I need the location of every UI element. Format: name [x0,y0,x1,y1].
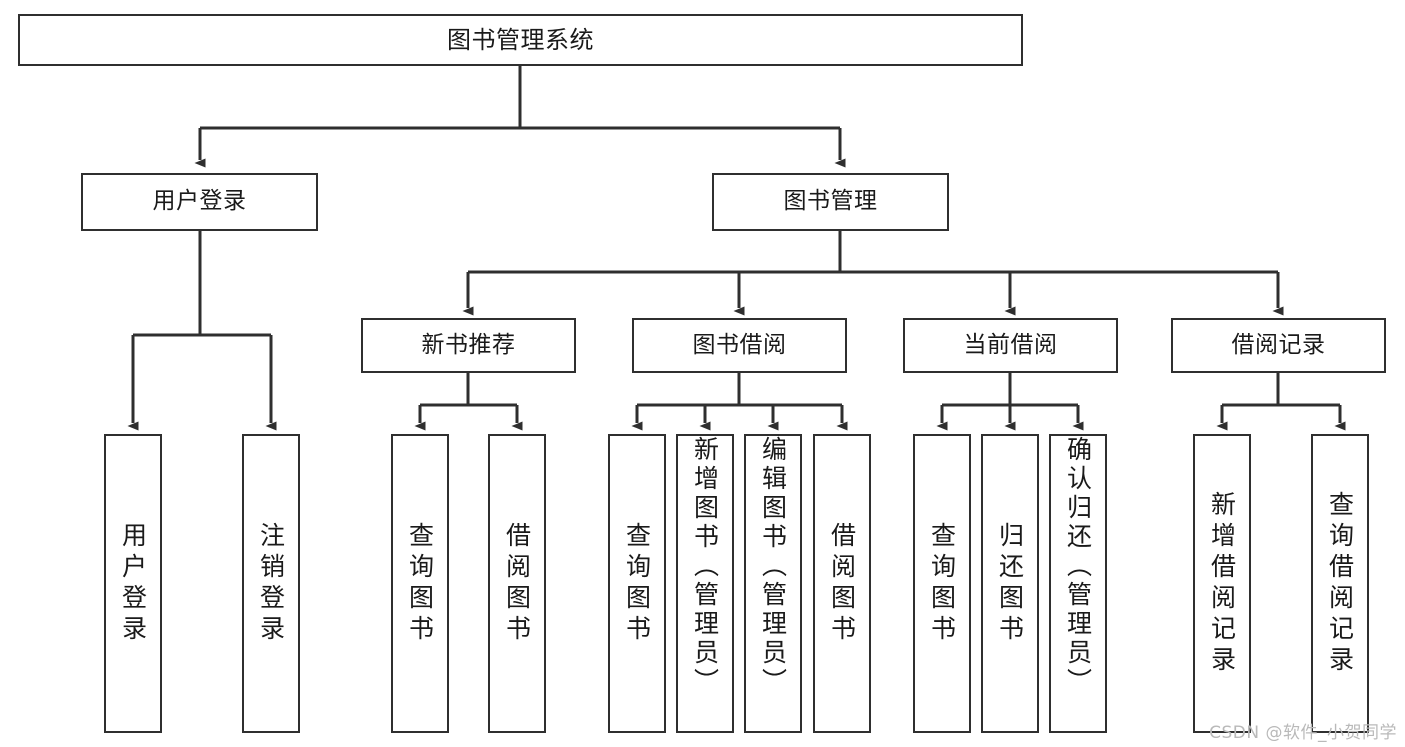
node-label: 新增图书（管理员） [690,436,720,697]
node-label: 归还图书 [995,521,1025,646]
leaf-confirm-return-admin[interactable]: 确认归还（管理员） [1049,434,1107,733]
node-book-management[interactable]: 图书管理 [712,173,949,231]
leaf-user-login[interactable]: 用户登录 [104,434,162,733]
node-label: 用户登录 [118,521,148,646]
leaf-query-book-recommend[interactable]: 查询图书 [391,434,449,733]
leaf-query-book-borrow[interactable]: 查询图书 [608,434,666,733]
node-root-book-management-system[interactable]: 图书管理系统 [18,14,1023,66]
node-label: 确认归还（管理员） [1063,436,1093,697]
leaf-query-borrow-record[interactable]: 查询借阅记录 [1311,434,1369,733]
leaf-borrow-book[interactable]: 借阅图书 [813,434,871,733]
node-label: 图书借阅 [692,331,787,358]
leaf-logout[interactable]: 注销登录 [242,434,300,733]
node-label: 编辑图书（管理员） [758,436,788,697]
node-label: 查询借阅记录 [1325,490,1355,677]
node-borrow-record[interactable]: 借阅记录 [1171,318,1386,373]
node-current-borrow[interactable]: 当前借阅 [903,318,1118,373]
node-label: 查询图书 [405,521,435,646]
node-label: 注销登录 [256,521,286,646]
node-label: 当前借阅 [963,331,1058,358]
node-label: 借阅图书 [827,521,857,646]
leaf-edit-book-admin[interactable]: 编辑图书（管理员） [744,434,802,733]
node-label: 用户登录 [152,188,247,215]
leaf-add-borrow-record[interactable]: 新增借阅记录 [1193,434,1251,733]
node-label: 查询图书 [927,521,957,646]
node-label: 查询图书 [622,521,652,646]
leaf-query-book-current[interactable]: 查询图书 [913,434,971,733]
leaf-borrow-book-recommend[interactable]: 借阅图书 [488,434,546,733]
node-user-login[interactable]: 用户登录 [81,173,318,231]
leaf-return-book[interactable]: 归还图书 [981,434,1039,733]
leaf-add-book-admin[interactable]: 新增图书（管理员） [676,434,734,733]
node-book-borrow[interactable]: 图书借阅 [632,318,847,373]
node-label: 新书推荐 [421,331,516,358]
node-new-book-recommend[interactable]: 新书推荐 [361,318,576,373]
node-label: 新增借阅记录 [1207,490,1237,677]
node-label: 借阅记录 [1231,331,1326,358]
csdn-watermark: CSDN @软件_小贺同学 [1209,723,1397,743]
node-label: 图书管理 [783,188,878,215]
node-label: 图书管理系统 [447,25,594,54]
node-label: 借阅图书 [502,521,532,646]
